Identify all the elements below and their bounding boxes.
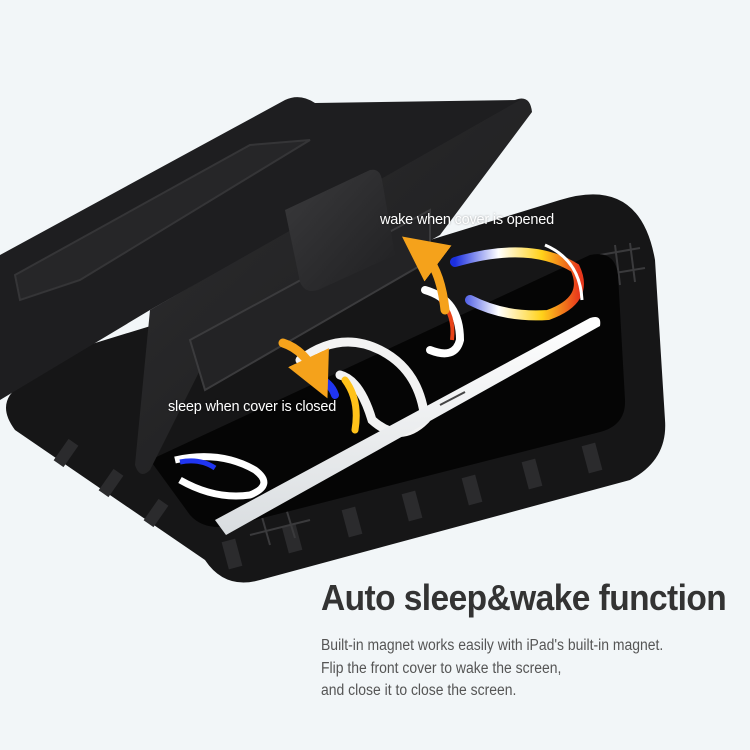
feature-title: Auto sleep&wake function [321,577,727,618]
sleep-callout: sleep when cover is closed [168,399,337,415]
front-cover [0,97,532,474]
stylus [215,317,601,535]
feature-description: Built-in magnet works easily with iPad's… [321,635,663,703]
wake-callout: wake when cover is opened [380,212,554,228]
description-line: Built-in magnet works easily with iPad's… [321,637,664,654]
description-line: and close it to close the screen. [321,682,517,699]
description-line: Flip the front cover to wake the screen, [321,659,562,677]
motion-arrows [278,236,452,399]
